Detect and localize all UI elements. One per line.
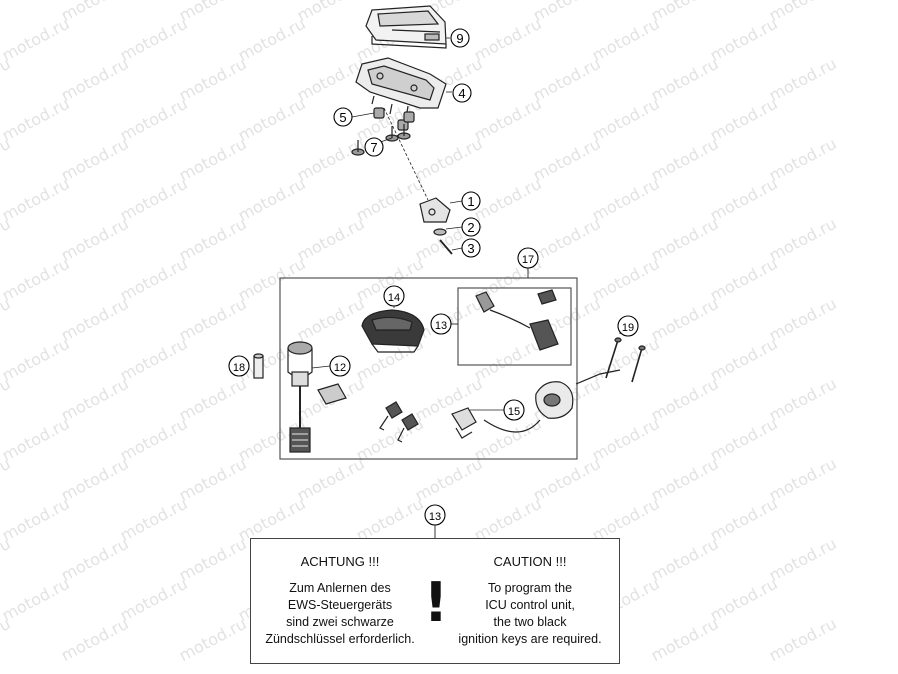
caution-panel: ACHTUNG !!! Zum Anlernen des EWS-Steuerg…	[250, 538, 620, 664]
sleeve	[253, 353, 264, 379]
caution-german-line: EWS-Steuergeräts	[287, 598, 393, 612]
screws	[351, 124, 411, 156]
callout-13-caution: 13	[429, 511, 441, 523]
ignition-lock	[287, 341, 347, 453]
kit-frame	[279, 277, 578, 460]
washer	[433, 228, 447, 236]
callout-14: 14	[388, 292, 400, 304]
bolts	[605, 337, 646, 383]
instrument-cluster	[365, 5, 447, 49]
immobilizer-unit	[451, 369, 621, 439]
callout-12: 12	[334, 362, 346, 374]
holder-part	[419, 197, 451, 223]
caution-german-line: Zündschlüssel erforderlich.	[265, 632, 415, 646]
callout-1: 1	[467, 194, 474, 209]
caution-english-line: the two black	[493, 615, 567, 629]
caution-english-line: ignition keys are required.	[458, 632, 602, 646]
callout-15: 15	[508, 406, 520, 418]
wiring-kit-frame	[457, 287, 572, 366]
warning-exclamation-icon: !	[423, 571, 449, 634]
callout-19: 19	[622, 322, 634, 334]
callout-2: 2	[467, 220, 474, 235]
callout-5: 5	[339, 110, 346, 125]
callout-13: 13	[435, 320, 447, 332]
pin	[439, 239, 453, 255]
callout-9: 9	[456, 31, 463, 46]
caution-german-line: sind zwei schwarze	[286, 615, 394, 629]
cluster-bracket	[355, 57, 447, 119]
callout-4: 4	[458, 86, 465, 101]
caution-german-heading: ACHTUNG !!!	[300, 554, 380, 569]
caution-english-line: To program the	[487, 581, 573, 595]
caution-english-heading: CAUTION !!!	[493, 554, 567, 569]
ignition-keys	[379, 401, 419, 443]
caution-german: ACHTUNG !!! Zum Anlernen des EWS-Steuerg…	[255, 553, 425, 648]
caution-english-line: ICU control unit,	[485, 598, 575, 612]
caution-english: CAUTION !!! To program the ICU control u…	[445, 553, 615, 648]
callout-7: 7	[370, 140, 377, 155]
callout-18: 18	[233, 362, 245, 374]
caution-german-line: Zum Anlernen des	[289, 581, 391, 595]
callout-17: 17	[522, 254, 534, 266]
ignition-cover	[361, 309, 425, 353]
callout-3: 3	[467, 241, 474, 256]
grommets	[373, 107, 415, 131]
kit-key-and-cable	[475, 289, 559, 351]
